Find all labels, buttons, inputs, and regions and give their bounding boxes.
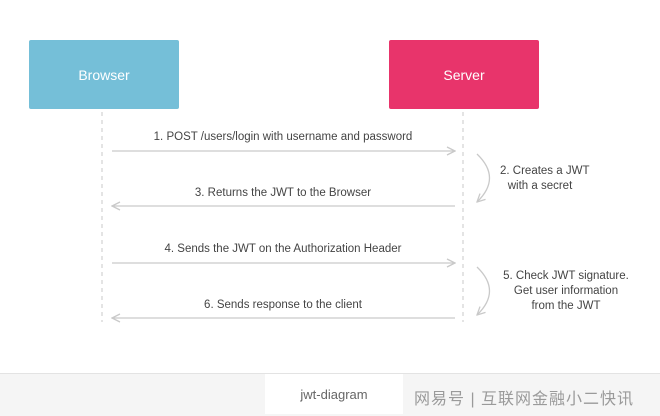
note-2-line-2: with a secret (507, 180, 573, 192)
message-6-label: 6. Sends response to the client (204, 299, 362, 311)
image-caption: jwt-diagram (265, 374, 403, 414)
message-1-label: 1. POST /users/login with username and p… (153, 131, 413, 143)
self-arrow-2 (477, 153, 491, 202)
note-5-line-3: from the JWT (531, 300, 601, 312)
server-label: Server (443, 66, 485, 83)
server-actor: Server (389, 40, 539, 109)
browser-actor: Browser (29, 40, 179, 109)
note-5-line-2: Get user information (513, 285, 619, 297)
note-2-line-1: 2. Creates a JWT (500, 165, 590, 177)
watermark: 网易号 | 互联网金融小二快讯 (414, 391, 635, 408)
message-3-label: 3. Returns the JWT to the Browser (194, 187, 372, 199)
self-arrow-5 (477, 266, 491, 315)
note-2: 2. Creates a JWT with a secret (500, 164, 590, 194)
diagram-card: Browser Server 1. POST /users/login with… (0, 40, 660, 374)
sequence-lines (101, 112, 491, 373)
note-5-line-1: 5. Check JWT signature. (503, 270, 629, 282)
note-5: 5. Check JWT signature. Get user informa… (498, 269, 634, 314)
browser-label: Browser (78, 66, 130, 83)
message-4-label: 4. Sends the JWT on the Authorization He… (164, 243, 402, 255)
